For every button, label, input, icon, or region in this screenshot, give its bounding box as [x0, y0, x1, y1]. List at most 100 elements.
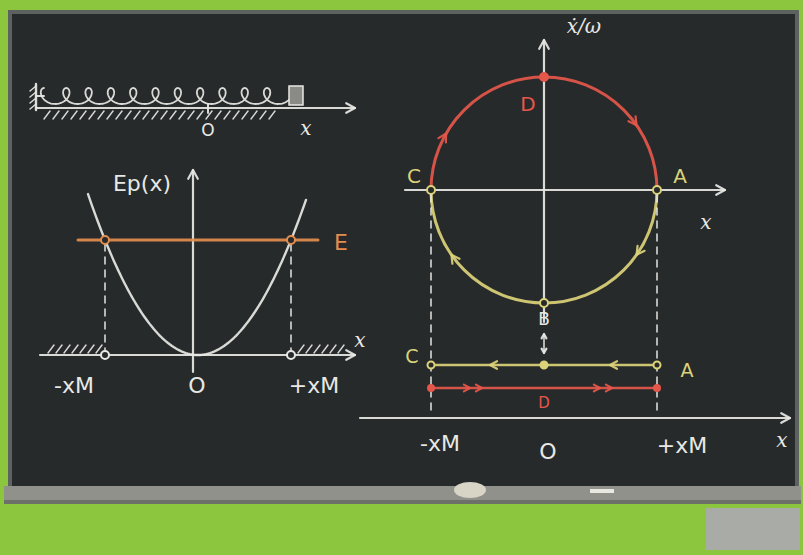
- phase-point: [540, 299, 548, 307]
- forbidden-hatch: [80, 345, 86, 353]
- ground-hatch: [98, 111, 104, 119]
- chalk-label: ẋ/ω: [567, 16, 601, 36]
- chalk-label: +xM: [657, 435, 707, 457]
- chalk-label: D: [520, 94, 535, 114]
- forbidden-hatch: [322, 345, 328, 353]
- forbidden-hatch: [96, 345, 102, 353]
- path-end: [654, 362, 661, 369]
- wall-hatch: [30, 98, 36, 103]
- chalk-label: O: [539, 441, 556, 463]
- ground-hatch: [215, 111, 221, 119]
- axis-arrow-head: [781, 413, 790, 423]
- forbidden-hatch: [338, 345, 344, 353]
- direction-arrow: [628, 116, 636, 125]
- chalk-label: -xM: [54, 375, 94, 397]
- forbidden-hatch: [330, 345, 336, 353]
- outward-path: [431, 387, 657, 390]
- direction-arrow: [610, 361, 617, 369]
- ground-hatch: [89, 111, 95, 119]
- direction-arrow: [637, 246, 645, 255]
- velocity-axis: [543, 40, 545, 322]
- path-end: [654, 385, 660, 391]
- direction-arrow: [490, 361, 497, 369]
- b-marker-head: [542, 334, 547, 338]
- chalk-label: Ep(x): [113, 173, 171, 195]
- direction-arrow: [438, 134, 446, 143]
- energy-axis: [192, 170, 194, 372]
- board-frame: [8, 10, 799, 490]
- x-axis: [405, 189, 725, 191]
- chalk-label: x: [700, 212, 711, 232]
- ground-hatch: [251, 111, 257, 119]
- axis-arrow-head: [346, 350, 355, 360]
- axis-arrow-head: [188, 170, 198, 179]
- turning-point: [287, 351, 295, 359]
- chalk-box: [706, 508, 800, 550]
- chalk-piece: [590, 489, 614, 493]
- turning-point-line: [290, 244, 292, 350]
- origin-tick: [207, 104, 209, 113]
- chalk-tray: [4, 486, 801, 502]
- forbidden-hatch: [88, 345, 94, 353]
- ground-hatch: [269, 111, 275, 119]
- blackboard: [12, 14, 795, 486]
- phase-point: [540, 73, 548, 81]
- chalk-label: C: [405, 347, 418, 366]
- turning-point-line: [104, 244, 106, 350]
- axis-arrow-head: [716, 185, 725, 195]
- chalk-label: x: [776, 430, 787, 450]
- sponge: [454, 482, 486, 498]
- projection-line: [430, 195, 432, 416]
- axis-arrow-head: [346, 103, 355, 113]
- direction-arrow: [451, 255, 459, 264]
- energy-level: [78, 239, 318, 242]
- chalk-lines: [30, 40, 790, 423]
- ground-hatch: [80, 111, 86, 119]
- ground-hatch: [188, 111, 194, 119]
- ground-hatch: [242, 111, 248, 119]
- ground-hatch: [233, 111, 239, 119]
- chalk-label: D: [538, 396, 550, 411]
- turning-point: [287, 236, 295, 244]
- ground-hatch: [71, 111, 77, 119]
- turning-point: [101, 236, 109, 244]
- ground-hatch: [197, 111, 203, 119]
- ground-hatch: [53, 111, 59, 119]
- ground-hatch: [62, 111, 68, 119]
- ground-hatch: [107, 111, 113, 119]
- direction-arrow: [606, 385, 612, 392]
- axis-arrow-head: [539, 40, 549, 49]
- ground-hatch: [152, 111, 158, 119]
- spring-axis: [36, 107, 355, 109]
- path-middle: [541, 362, 548, 369]
- chalk-tray-edge: [4, 500, 801, 504]
- forbidden-hatch: [314, 345, 320, 353]
- chalk-label: x: [354, 330, 365, 350]
- forbidden-hatch: [306, 345, 312, 353]
- chalk-label: A: [673, 166, 687, 186]
- projection-line: [656, 195, 658, 416]
- ground-hatch: [44, 111, 50, 119]
- parabola: [88, 194, 306, 355]
- chalk-label: A: [681, 361, 694, 380]
- chalk-label: C: [407, 166, 421, 186]
- chalk-label: O: [188, 375, 205, 397]
- x-axis: [360, 417, 790, 419]
- ground-hatch: [143, 111, 149, 119]
- ground-hatch: [134, 111, 140, 119]
- forbidden-hatch: [64, 345, 70, 353]
- ground-hatch: [170, 111, 176, 119]
- forbidden-hatch: [56, 345, 62, 353]
- mass-block: [289, 86, 303, 105]
- path-end: [428, 385, 434, 391]
- chalk-label: O: [201, 122, 214, 139]
- phase-arc-lower: [431, 190, 657, 303]
- ground-hatch: [161, 111, 167, 119]
- forbidden-hatch: [48, 345, 54, 353]
- chalk-label: -xM: [420, 433, 460, 455]
- forbidden-hatch: [72, 345, 78, 353]
